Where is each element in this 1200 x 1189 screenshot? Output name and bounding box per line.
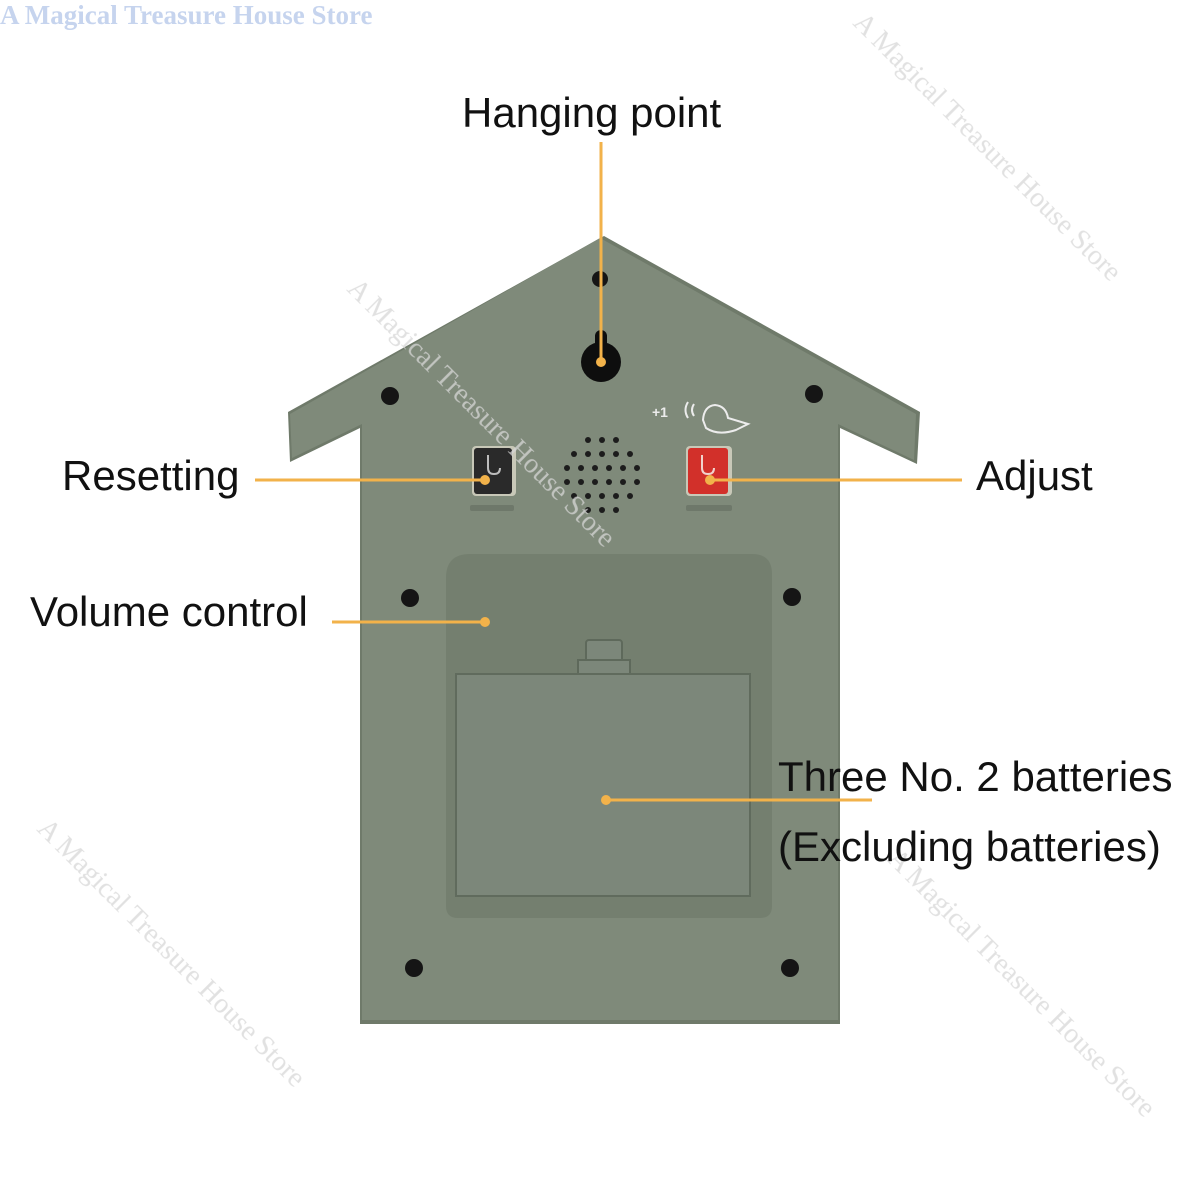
adjust-button-face [688,448,728,494]
speaker-hole [571,451,577,457]
callout-dot [480,475,490,485]
watermark-text: A Magical Treasure House Store [847,7,1127,287]
speaker-hole [606,479,612,485]
speaker-hole [578,479,584,485]
speaker-hole [585,493,591,499]
speaker-hole [627,451,633,457]
screw-hole [405,959,423,977]
speaker-hole [606,465,612,471]
speaker-hole [620,479,626,485]
screw-hole [783,588,801,606]
screw-hole [401,589,419,607]
speaker-hole [634,465,640,471]
screw-hole [381,387,399,405]
watermark-text: A Magical Treasure House Store [881,843,1161,1123]
plus-one-text: +1 [652,404,668,420]
sound-wave-icon [684,401,689,419]
adjust-button [686,446,732,511]
callout-dot [705,475,715,485]
watermark-banner: A Magical Treasure House Store [0,0,373,30]
hook-icon [701,455,715,476]
speaker-grille [564,437,640,513]
sound-wave-icon [691,403,695,417]
label-batteries-line2: (Excluding batteries) [778,823,1161,870]
speaker-hole [613,437,619,443]
speaker-hole [585,437,591,443]
screw-hole [805,385,823,403]
speaker-hole [613,451,619,457]
callout-dot [601,795,611,805]
label-batteries-line1: Three No. 2 batteries [778,753,1173,800]
speaker-hole [620,465,626,471]
speaker-hole [627,493,633,499]
speaker-hole [599,437,605,443]
bird-icon [701,403,751,434]
speaker-hole [585,507,591,513]
callout-dot [480,617,490,627]
bird-sound-icon: +1 [652,401,751,434]
speaker-hole [613,493,619,499]
callouts [255,142,962,805]
speaker-hole [564,465,570,471]
watermark-text: A Magical Treasure House Store [31,813,311,1093]
label-adjust: Adjust [976,452,1093,499]
speaker-hole [599,507,605,513]
speaker-hole [599,493,605,499]
label-resetting: Resetting [62,452,240,499]
hook-icon [487,455,501,476]
reset-button-engraving [470,505,514,511]
label-hanging-point: Hanging point [462,89,722,136]
callout-dot [596,357,606,367]
speaker-hole [592,465,598,471]
label-volume-control: Volume control [30,588,308,635]
speaker-hole [564,479,570,485]
screw-hole [781,959,799,977]
speaker-hole [634,479,640,485]
battery-cover [455,673,751,897]
speaker-hole [613,507,619,513]
speaker-hole [585,451,591,457]
speaker-hole [578,465,584,471]
battery-cover-notch [577,659,631,675]
speaker-hole [592,479,598,485]
speaker-hole [571,493,577,499]
speaker-hole [599,451,605,457]
adjust-button-engraving [686,505,732,511]
screw-holes [381,271,823,977]
battery-compartment [446,554,772,918]
